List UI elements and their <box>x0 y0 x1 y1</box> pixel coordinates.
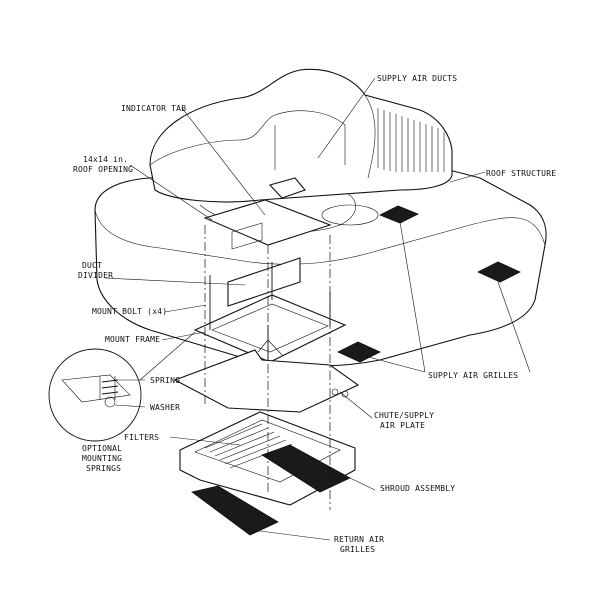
labels: SUPPLY AIR DUCTS INDICATOR TAB 14x14 in.… <box>73 74 556 554</box>
label-spring: SPRING <box>150 376 180 385</box>
label-supply-air-ducts: SUPPLY AIR DUCTS <box>377 74 457 83</box>
return-air-grilles <box>191 485 279 536</box>
label-duct-divider-1: DUCT <box>82 261 102 270</box>
label-optional-1: OPTIONAL <box>82 444 122 453</box>
center-lines <box>204 225 331 510</box>
shroud-assembly <box>179 411 356 506</box>
ac-unit <box>149 68 453 203</box>
label-optional-2: MOUNTING <box>82 454 122 463</box>
label-chute-1: CHUTE/SUPPLY <box>374 411 434 420</box>
label-mount-frame: MOUNT FRAME <box>105 335 160 344</box>
label-washer: WASHER <box>150 403 180 412</box>
label-chute-2: AIR PLATE <box>380 421 425 430</box>
label-roof-opening-1: 14x14 in. <box>83 155 128 164</box>
label-roof-structure: ROOF STRUCTURE <box>486 169 556 178</box>
label-optional-3: SPRINGS <box>86 464 121 473</box>
label-roof-opening-2: ROOF OPENING <box>73 165 133 174</box>
optional-mounting-springs-inset <box>48 331 196 442</box>
label-duct-divider-2: DIVIDER <box>78 271 113 280</box>
duct-divider <box>227 257 301 307</box>
label-indicator-tab: INDICATOR TAB <box>121 104 186 113</box>
label-supply-air-grilles: SUPPLY AIR GRILLES <box>428 371 518 380</box>
ac-vents <box>377 108 445 172</box>
leader-lines <box>104 77 531 541</box>
label-filters: FILTERS <box>124 433 159 442</box>
label-return-air-2: GRILLES <box>340 545 375 554</box>
roof-opening <box>203 199 332 250</box>
label-shroud-assembly: SHROUD ASSEMBLY <box>380 484 455 493</box>
chute-supply-air-plate <box>173 339 360 413</box>
label-return-air-1: RETURN AIR <box>334 535 384 544</box>
label-mount-bolt: MOUNT BOLT (x4) <box>92 307 167 316</box>
